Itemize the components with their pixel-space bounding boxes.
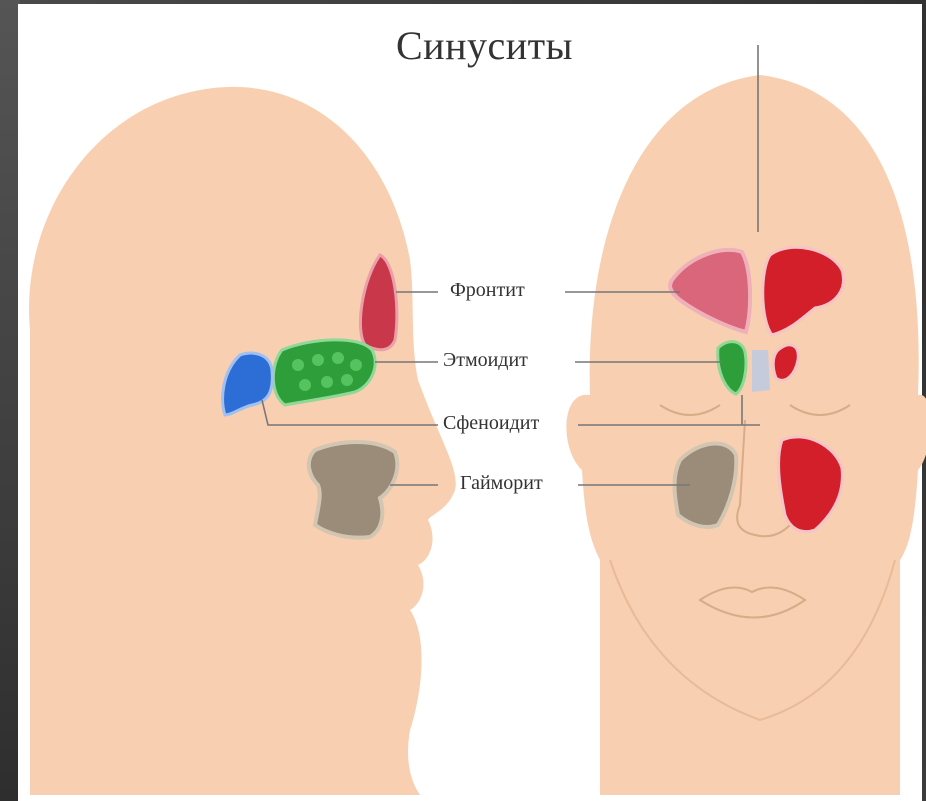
front-head (566, 75, 926, 795)
label-ethmoid: Этмоидит (443, 349, 528, 372)
front-sphenoid-sinus (752, 350, 770, 392)
profile-head (29, 87, 456, 795)
label-sphenoid: Сфеноидит (443, 412, 539, 435)
diagram-title: Синуситы (396, 22, 573, 69)
label-maxillary: Гайморит (460, 472, 543, 495)
label-frontal: Фронтит (450, 279, 525, 302)
